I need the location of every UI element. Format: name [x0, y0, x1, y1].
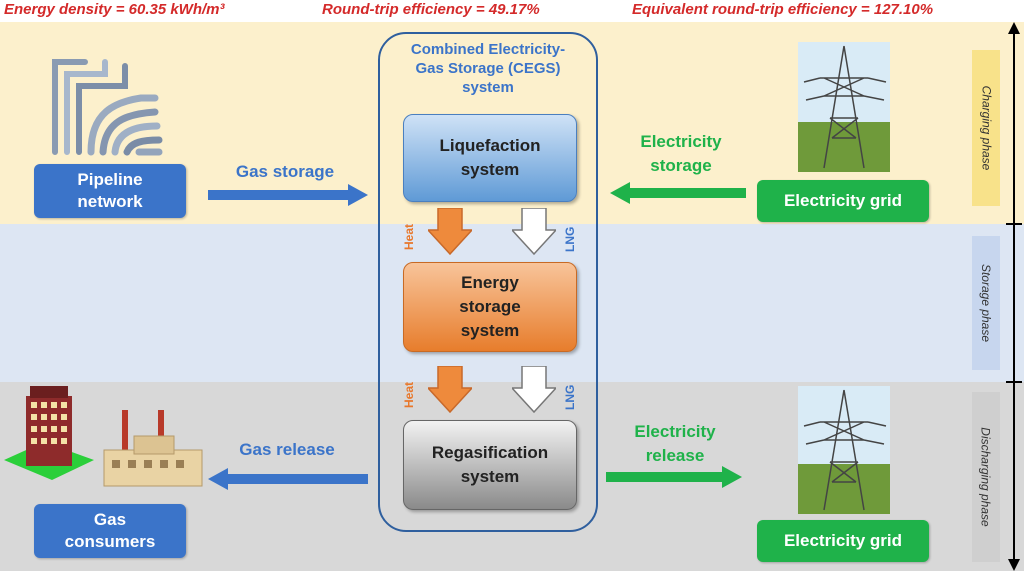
pipeline-label-line2: network: [77, 192, 143, 211]
lng-arrow-upper-icon: [512, 208, 556, 256]
pipeline-icon: [52, 59, 163, 156]
heat-label-lower: Heat: [402, 381, 416, 408]
heat-label-upper: Heat: [402, 223, 416, 250]
lng-label-upper: LNG: [563, 226, 577, 252]
electricity-storage-line1: Electricity: [640, 132, 722, 151]
electricity-grid-bottom-box: Electricity grid: [757, 520, 929, 562]
gas-storage-arrow-icon: [208, 184, 368, 206]
pipeline-network-box: Pipeline network: [34, 164, 186, 218]
cegs-system-container: [378, 32, 598, 532]
energy-storage-system-box: Energy storage system: [403, 262, 577, 352]
electricity-release-arrow-icon: [606, 466, 742, 488]
cegs-title-line1: Combined Electricity-: [410, 41, 566, 58]
liquefaction-label-line2: system: [460, 160, 520, 179]
gas-release-arrow-icon: [208, 468, 368, 490]
heat-arrow-lower-icon: [428, 366, 472, 414]
ess-label-line1: Energy: [461, 273, 519, 292]
cegs-title-line3: system: [462, 79, 514, 96]
charging-phase-tab: Charging phase: [972, 50, 1000, 206]
pipeline-label-line1: Pipeline: [77, 170, 143, 189]
energy-density-metric: Energy density = 60.35 kWh/m³: [4, 1, 225, 18]
electricity-storage-label: Electricity storage: [606, 130, 756, 178]
cegs-title-line2: Gas Storage (CEGS): [415, 60, 561, 77]
electricity-grid-top-box: Electricity grid: [757, 180, 929, 222]
lng-arrow-lower-icon: [512, 366, 556, 414]
electricity-tower-bottom-icon: [798, 386, 890, 514]
liquefaction-system-box: Liquefaction system: [403, 114, 577, 202]
gas-consumers-icon: [4, 386, 203, 487]
gas-consumers-box: Gas consumers: [34, 504, 186, 558]
regasification-label-line1: Regasification: [431, 443, 549, 462]
gas-storage-label: Gas storage: [235, 162, 335, 181]
consumers-label-line2: consumers: [64, 532, 156, 551]
consumers-label-line1: Gas: [93, 510, 127, 529]
storage-phase-label: Storage phase: [979, 263, 993, 343]
phase-axis-icon: [1006, 22, 1022, 571]
discharging-phase-label: Discharging phase: [979, 427, 993, 527]
regasification-system-box: Regasification system: [403, 420, 577, 510]
lng-label-lower: LNG: [563, 384, 577, 410]
electricity-release-line2: release: [645, 446, 705, 465]
electricity-storage-arrow-icon: [610, 182, 746, 204]
equivalent-efficiency-metric: Equivalent round-trip efficiency = 127.1…: [632, 1, 934, 18]
heat-arrow-upper-icon: [428, 208, 472, 256]
regasification-label-line2: system: [460, 467, 520, 486]
electricity-release-label: Electricity release: [600, 420, 750, 468]
electricity-release-line1: Electricity: [634, 422, 716, 441]
storage-phase-tab: Storage phase: [972, 236, 1000, 370]
electricity-tower-top-icon: [798, 42, 890, 172]
liquefaction-label-line1: Liquefaction: [439, 136, 541, 155]
ess-label-line2: storage: [459, 297, 521, 316]
charging-phase-label: Charging phase: [979, 85, 994, 171]
ess-label-line3: system: [460, 321, 520, 340]
electricity-storage-line2: storage: [650, 156, 712, 175]
gas-release-label: Gas release: [239, 440, 335, 459]
discharging-phase-tab: Discharging phase: [972, 392, 1000, 562]
round-trip-efficiency-metric: Round-trip efficiency = 49.17%: [322, 1, 540, 18]
cegs-title: Combined Electricity- Gas Storage (CEGS)…: [378, 40, 598, 97]
